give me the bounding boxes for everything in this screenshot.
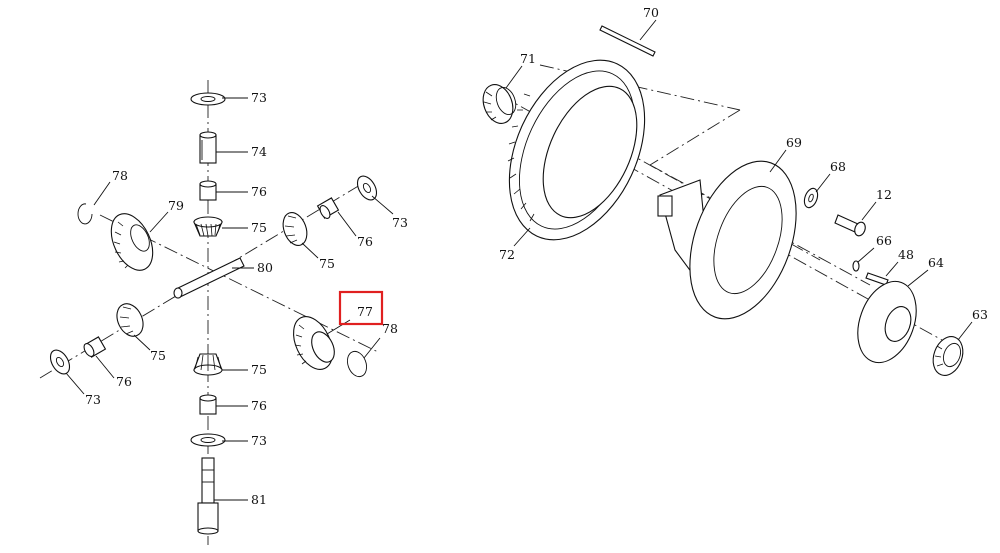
label-48: 48 bbox=[898, 247, 914, 262]
side-gear-79 bbox=[110, 213, 154, 271]
pinion-gear-left-lower bbox=[116, 303, 144, 337]
label-69: 69 bbox=[786, 135, 802, 150]
bushing-76-right bbox=[316, 197, 340, 219]
label-66: 66 bbox=[876, 233, 892, 248]
label-81: 81 bbox=[251, 492, 267, 507]
label-78-left: 78 bbox=[112, 168, 128, 183]
label-68: 68 bbox=[830, 159, 846, 174]
label-71: 71 bbox=[520, 51, 536, 66]
cross-shaft-80 bbox=[173, 257, 245, 299]
flange-64 bbox=[857, 280, 917, 364]
label-76-upper: 76 bbox=[251, 184, 267, 199]
label-73-top: 73 bbox=[251, 90, 267, 105]
bolt-48 bbox=[865, 272, 889, 286]
label-76-lower: 76 bbox=[251, 398, 267, 413]
bearing-63 bbox=[932, 336, 964, 376]
label-75-lower: 75 bbox=[251, 362, 267, 377]
pinion-gear-upper bbox=[193, 216, 223, 237]
pinion-gear-lower bbox=[193, 353, 223, 376]
label-74: 74 bbox=[251, 144, 267, 159]
label-77: 77 bbox=[357, 304, 373, 319]
ring-gear-72 bbox=[507, 59, 646, 241]
label-79: 79 bbox=[168, 198, 184, 213]
left-leader-lines bbox=[65, 97, 394, 501]
label-78-right: 78 bbox=[382, 321, 398, 336]
thrust-washer-left bbox=[49, 349, 71, 375]
side-gear-77 bbox=[293, 316, 335, 370]
label-75-right: 75 bbox=[319, 256, 335, 271]
label-63: 63 bbox=[972, 307, 988, 322]
label-75-upper: 75 bbox=[251, 220, 267, 235]
bolt-12 bbox=[834, 214, 866, 237]
pinion-gear-right-upper bbox=[282, 212, 308, 246]
label-76-left: 76 bbox=[116, 374, 132, 389]
snap-ring-78-right bbox=[346, 350, 368, 378]
thrust-washer-top bbox=[190, 92, 226, 106]
shaft-81 bbox=[197, 457, 219, 535]
pin-70 bbox=[599, 25, 656, 57]
label-73-right: 73 bbox=[392, 215, 408, 230]
thrust-washer-right bbox=[356, 175, 378, 201]
label-76-right: 76 bbox=[357, 234, 373, 249]
label-73-bottom: 73 bbox=[251, 433, 267, 448]
label-75-left: 75 bbox=[150, 348, 166, 363]
snap-ring-78-left bbox=[77, 203, 93, 225]
label-70: 70 bbox=[643, 5, 659, 20]
differential-case-69 bbox=[657, 160, 797, 320]
bushing-74 bbox=[199, 131, 217, 164]
right-leader-lines bbox=[505, 19, 973, 341]
label-72: 72 bbox=[499, 247, 515, 262]
bushing-76-lower bbox=[199, 394, 217, 415]
pin-66 bbox=[852, 260, 860, 272]
highlight-box-77 bbox=[338, 290, 384, 326]
bushing-76-upper bbox=[199, 180, 217, 201]
label-80: 80 bbox=[257, 260, 273, 275]
bushing-76-left bbox=[83, 336, 107, 358]
label-12: 12 bbox=[876, 187, 892, 202]
thrust-washer-bottom bbox=[190, 433, 226, 447]
bearing-71 bbox=[482, 84, 517, 124]
label-64: 64 bbox=[928, 255, 944, 270]
label-73-left: 73 bbox=[85, 392, 101, 407]
washer-68 bbox=[803, 187, 819, 209]
